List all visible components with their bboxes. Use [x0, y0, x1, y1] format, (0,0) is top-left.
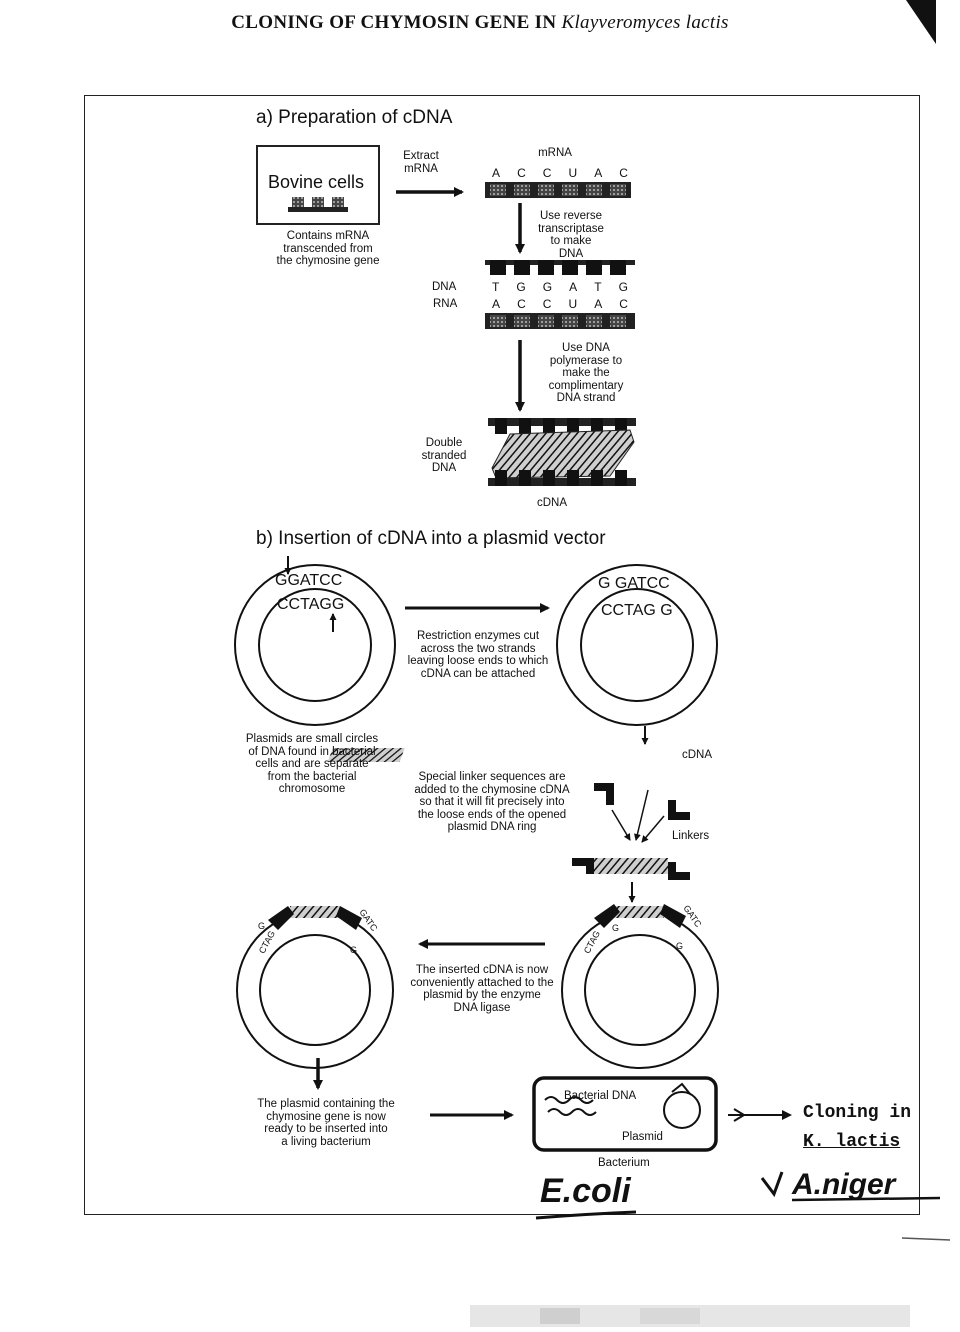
- cdna-label-b: cDNA: [682, 749, 713, 761]
- plasmid4-g-left: G: [258, 921, 266, 931]
- corner-mark: [906, 0, 936, 44]
- plasmid-1: [234, 556, 396, 726]
- plasmid1-bottom-seq: CCTAGG: [277, 596, 345, 613]
- plasmid3-g-left: G: [612, 923, 620, 933]
- dna-strip: [485, 260, 635, 275]
- plasmid1-top-seq: GGATCC: [275, 572, 343, 589]
- bovine-note: Contains mRNA transcended from the chymo…: [276, 230, 380, 267]
- linker-right: [668, 800, 690, 820]
- plasmid2-top-seq: G GATCC: [598, 575, 670, 592]
- plasmid-3: [561, 904, 719, 1069]
- mrna-label: mRNA: [538, 147, 572, 159]
- final-note: The plasmid containing the chymosine gen…: [257, 1098, 395, 1148]
- linker-left: [594, 783, 614, 805]
- extract-label: Extract mRNA: [403, 150, 439, 175]
- ecoli-underline: [535, 1210, 637, 1220]
- mrna-strip: [485, 182, 631, 198]
- section-b-heading: b) Insertion of cDNA into a plasmid vect…: [256, 528, 606, 549]
- scan-mark: [901, 1237, 951, 1241]
- bacterium: [532, 1076, 718, 1152]
- double-stranded-label: Double stranded DNA: [421, 437, 467, 474]
- linkers-label: Linkers: [672, 830, 710, 842]
- plasmid2-bottom-seq: CCTAG G: [601, 602, 673, 619]
- rna-letters: A C C U A C: [492, 297, 628, 311]
- plasmid-label: Plasmid: [622, 1131, 663, 1143]
- bacterium-label: Bacterium: [598, 1157, 650, 1169]
- plasmid-4: [236, 906, 394, 1069]
- check-mark: [760, 1171, 784, 1198]
- rna-strip: [485, 313, 635, 329]
- cdna-with-linkers: [572, 858, 690, 880]
- linker-arrow-2: [633, 789, 649, 841]
- linker-note: Special linker sequences are added to th…: [414, 771, 570, 833]
- plasmid-note: Plasmids are small circles of DNA found …: [245, 733, 379, 795]
- double-stranded-cdna: [488, 418, 636, 486]
- title-species: Klayveromyces lactis: [561, 12, 729, 33]
- bovine-cells-box: [256, 145, 380, 225]
- rna-row-label: RNA: [433, 298, 458, 310]
- diagram-frame: [84, 95, 920, 1215]
- section-a-heading: a) Preparation of cDNA: [256, 107, 453, 128]
- bacterial-dna-label: Bacterial DNA: [564, 1090, 637, 1102]
- ligase-note: The inserted cDNA is now conveniently at…: [410, 964, 554, 1014]
- bovine-cells-label: Bovine cells: [267, 172, 365, 192]
- title-main: CLONING OF CHYMOSIN GENE IN: [231, 12, 557, 33]
- bovine-mrna-blocks: [288, 197, 348, 212]
- page-title: CLONING OF CHYMOSIN GENE IN Klayveromyce…: [0, 12, 960, 34]
- dna-row-label: DNA: [432, 281, 457, 293]
- dna-letters: T G G A T G: [492, 280, 628, 294]
- handwritten-ecoli: E.coli: [540, 1172, 631, 1210]
- reverse-transcriptase-note: Use reverse transcriptase to make DNA: [538, 210, 604, 260]
- cloning-line-2: K. lactis: [803, 1132, 901, 1152]
- cdna-label-a: cDNA: [536, 497, 568, 509]
- plasmid-2: [556, 564, 718, 726]
- aniger-underline: [791, 1196, 941, 1202]
- restriction-note: Restriction enzymes cut across the two s…: [407, 630, 549, 680]
- cdna-fragment: [327, 748, 405, 762]
- linker-arrow-3: [641, 815, 665, 843]
- linker-arrow-1: [611, 809, 631, 841]
- plasmid3-g-right: G: [676, 941, 684, 951]
- plasmid4-g-right: G: [350, 945, 358, 955]
- mrna-letters: A C C U A C: [492, 166, 628, 180]
- polymerase-note: Use DNA polymerase to make the complimen…: [548, 342, 624, 404]
- cloning-line-1: Cloning in: [803, 1103, 912, 1123]
- handwritten-aniger: A.niger: [792, 1168, 896, 1201]
